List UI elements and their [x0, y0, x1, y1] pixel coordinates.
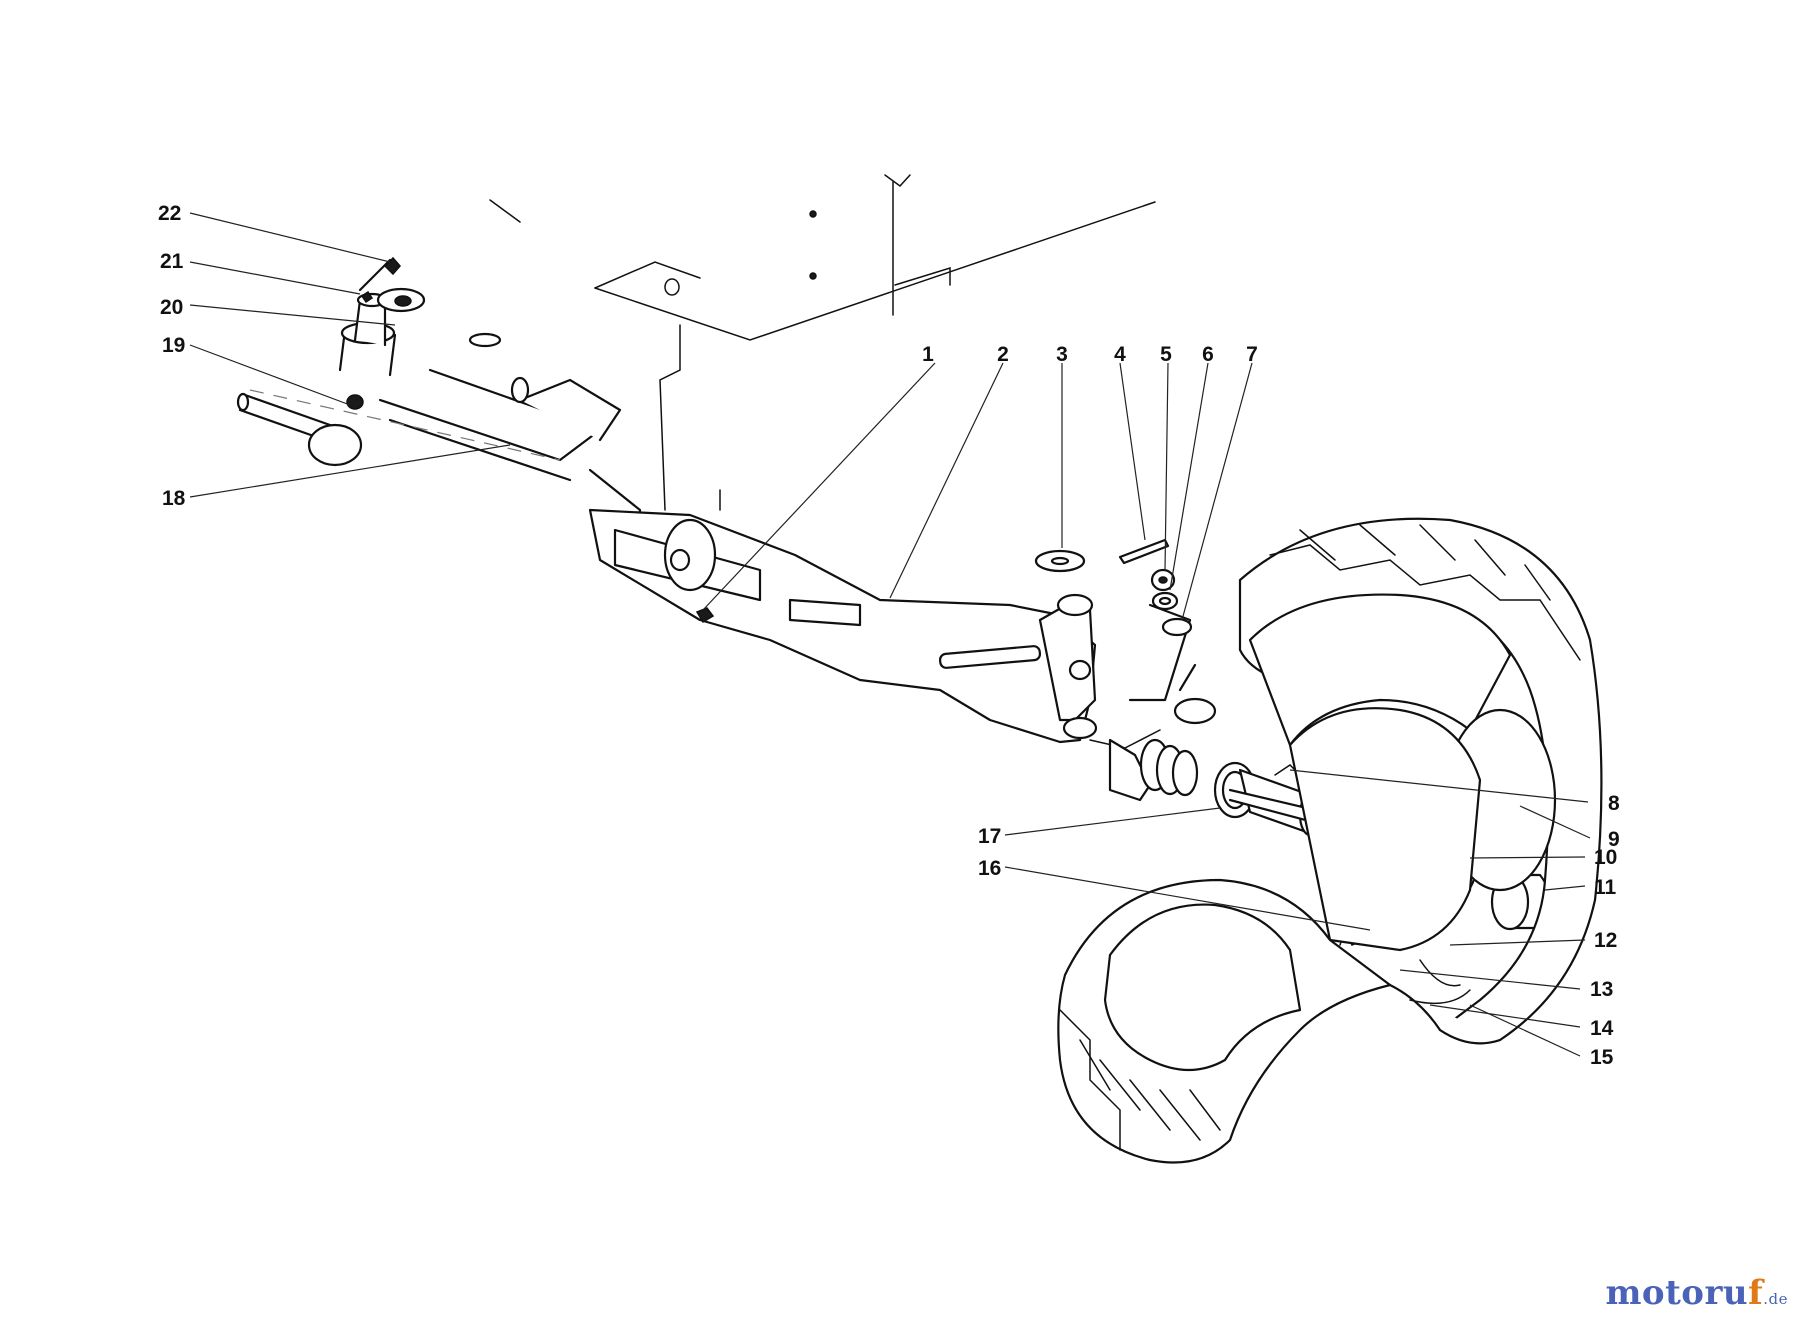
leader-4	[1119, 362, 1146, 541]
watermark-accent: f	[1748, 1273, 1764, 1313]
callout-9: 9	[1608, 828, 1620, 851]
leader-12	[1449, 939, 1586, 946]
leader-9	[1519, 805, 1591, 839]
callout-16: 16	[978, 857, 1001, 880]
callout-10: 10	[1594, 846, 1617, 869]
callout-7: 7	[1246, 343, 1258, 366]
leader-7	[1181, 362, 1253, 621]
callout-22: 22	[158, 202, 181, 225]
callout-18: 18	[162, 487, 186, 510]
callout-5: 5	[1160, 343, 1172, 366]
leader-20	[189, 304, 396, 326]
leader-10	[1469, 856, 1586, 859]
watermark-main: motoru	[1605, 1273, 1749, 1313]
watermark-logo: motoruf.de	[1605, 1273, 1788, 1313]
leader-6	[1169, 362, 1209, 591]
hardware-parts	[1034, 538, 1193, 637]
leader-17	[1004, 807, 1221, 836]
leader-16	[1004, 866, 1371, 931]
callout-3: 3	[1056, 343, 1068, 366]
front-axle-assembly	[236, 256, 642, 522]
leader-lines	[189, 212, 1591, 1057]
callout-4: 4	[1114, 343, 1126, 366]
leader-19	[189, 344, 351, 406]
leader-1	[702, 362, 936, 611]
callout-13: 13	[1590, 978, 1613, 1001]
callout-15: 15	[1590, 1046, 1614, 1069]
callout-6: 6	[1202, 343, 1214, 366]
callout-19: 19	[162, 334, 185, 357]
callout-14: 14	[1590, 1017, 1614, 1040]
leader-8	[1289, 769, 1589, 803]
leader-21	[189, 261, 361, 295]
leader-14	[1429, 1004, 1581, 1028]
watermark-tld: .de	[1763, 1290, 1788, 1308]
callout-2: 2	[997, 343, 1009, 366]
callout-labels: 1 2 3 4 5 6 7 8 9 10 11 12 13 14 15 16 1…	[158, 202, 1620, 1069]
leader-5	[1164, 362, 1169, 571]
wheel-tire	[1057, 517, 1603, 1164]
callout-11: 11	[1594, 876, 1617, 899]
callout-12: 12	[1594, 929, 1617, 952]
callout-20: 20	[160, 296, 183, 319]
leader-18	[189, 444, 511, 498]
callout-17: 17	[978, 825, 1001, 848]
leader-15	[1469, 1004, 1581, 1057]
leader-2	[889, 362, 1004, 599]
leader-22	[189, 212, 391, 263]
axle-bar	[588, 508, 1217, 749]
callout-1: 1	[922, 343, 934, 366]
leader-13	[1399, 969, 1581, 990]
callout-21: 21	[160, 250, 184, 273]
engine-body	[489, 174, 1156, 511]
leader-11	[1544, 885, 1586, 891]
callout-8: 8	[1608, 792, 1620, 815]
